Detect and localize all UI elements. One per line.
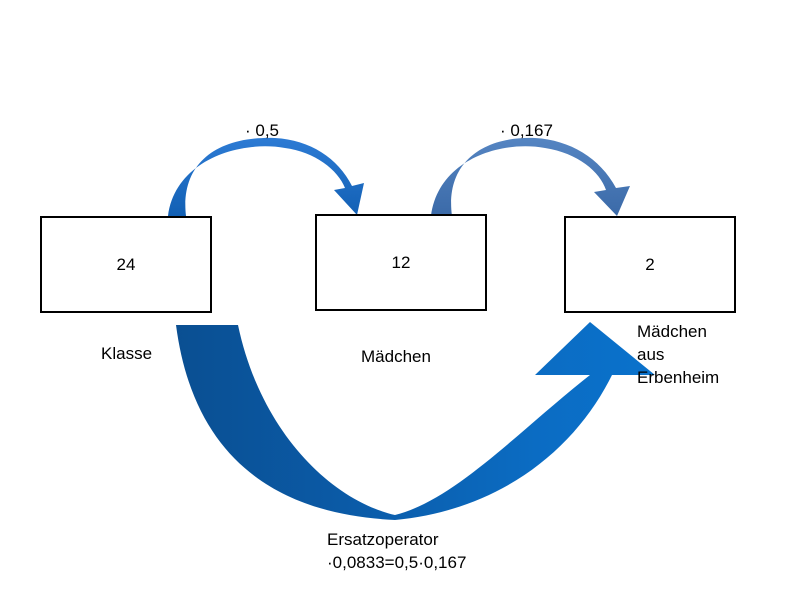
- value-erbenheim: 2: [645, 254, 655, 274]
- arrow-first: [168, 137, 364, 216]
- label-erbenheim-line-3: Erbenheim: [637, 368, 720, 387]
- value-box-erbenheim: 2: [564, 216, 736, 313]
- label-erbenheim: Mädchen aus Erbenheim: [637, 320, 719, 389]
- value-box-maedchen: 12: [315, 214, 487, 311]
- label-erbenheim-line-1: Mädchen: [637, 322, 707, 341]
- operator-second: · 0,167: [500, 121, 553, 140]
- replacement-arrow: [176, 322, 655, 520]
- value-maedchen: 12: [391, 252, 411, 272]
- replacement-operator-label: Ersatzoperator ·0,0833=0,5·0,167: [327, 528, 466, 574]
- arrow-second: [431, 137, 630, 216]
- label-maedchen: Mädchen: [361, 347, 431, 366]
- value-box-klasse: 24: [40, 216, 212, 313]
- label-klasse: Klasse: [101, 344, 153, 363]
- value-klasse: 24: [116, 254, 136, 274]
- label-erbenheim-line-2: aus: [637, 345, 665, 364]
- operator-first: · 0,5: [245, 121, 280, 140]
- replacement-operator-title: Ersatzoperator: [327, 530, 439, 549]
- replacement-operator-formula: ·0,0833=0,5·0,167: [327, 553, 467, 572]
